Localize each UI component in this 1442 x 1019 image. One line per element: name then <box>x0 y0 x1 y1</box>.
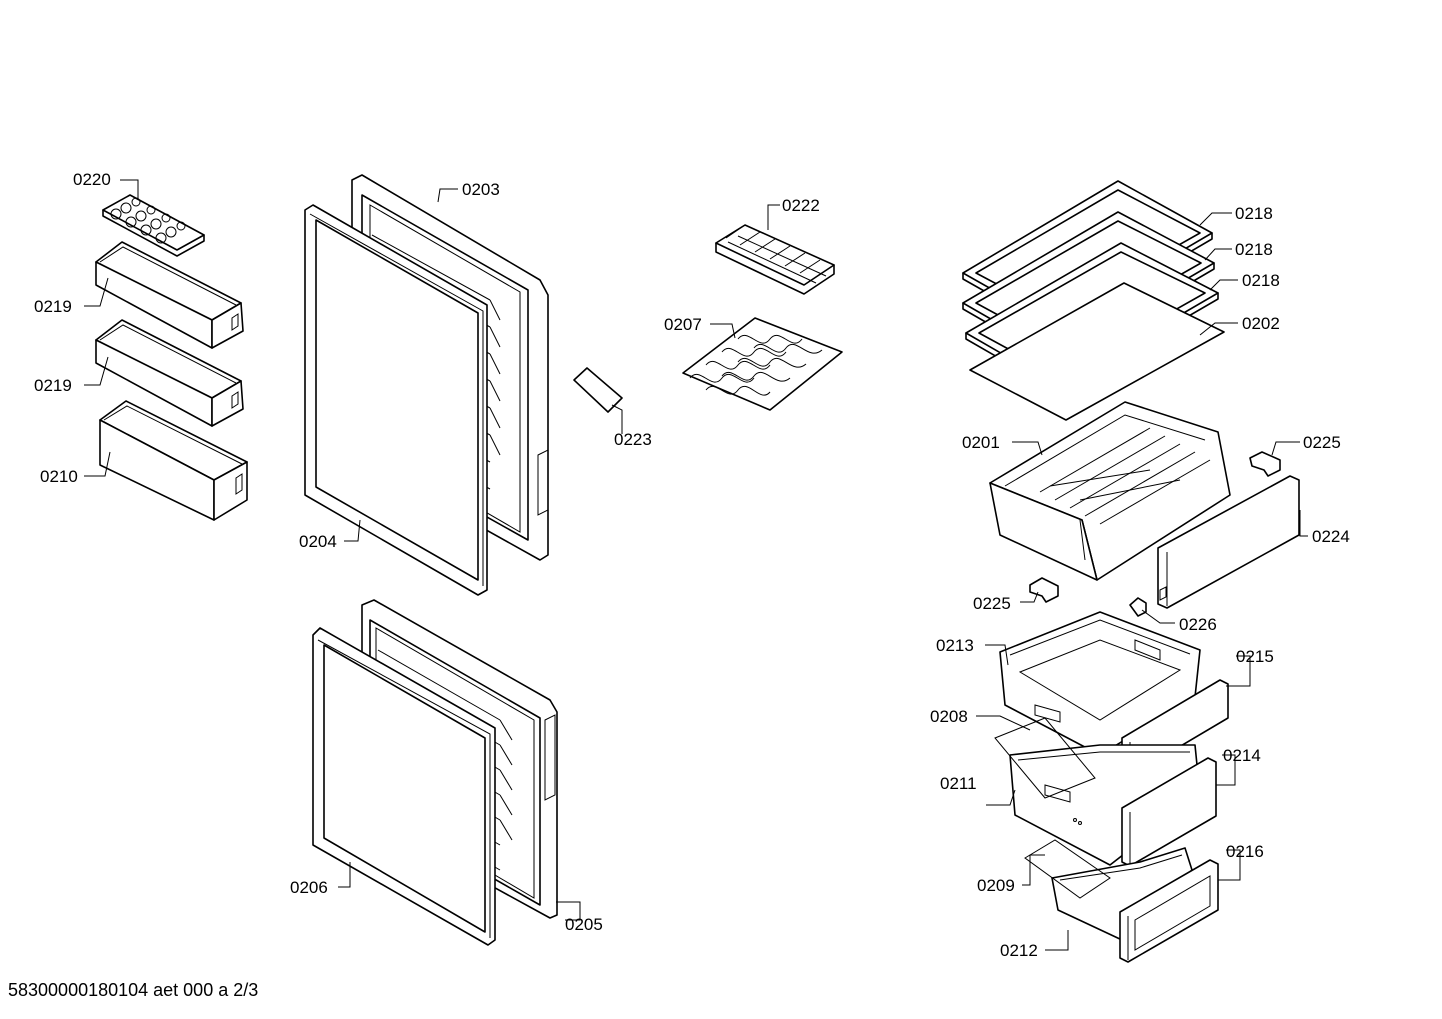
label-0215: 0215 <box>1236 647 1274 666</box>
label-0225-bottom: 0225 <box>973 594 1011 613</box>
label-0225-top: 0225 <box>1303 433 1341 452</box>
label-0223: 0223 <box>614 430 652 449</box>
label-0224: 0224 <box>1312 527 1350 546</box>
divider-plate-0208[interactable] <box>994 717 1096 799</box>
label-0211: 0211 <box>940 774 977 793</box>
label-0216: 0216 <box>1226 842 1264 861</box>
document-id: 58300000180104 aet 000 a 2/3 <box>8 980 259 1000</box>
upper-door-gasket-0204[interactable] <box>304 204 488 596</box>
label-0204: 0204 <box>299 532 337 551</box>
drawer-clip-0226[interactable] <box>1129 597 1147 617</box>
label-0210: 0210 <box>40 467 78 486</box>
label-0205: 0205 <box>565 915 603 934</box>
leader-lines <box>84 179 1308 951</box>
egg-tray-0220[interactable] <box>102 194 205 257</box>
label-0208: 0208 <box>930 707 968 726</box>
ice-cube-tray-0222[interactable] <box>715 224 835 295</box>
label-0206: 0206 <box>290 878 328 897</box>
drawer-bracket-0225-top[interactable] <box>1249 451 1281 477</box>
door-shelf-0219-lower[interactable] <box>95 319 244 427</box>
label-0202: 0202 <box>1242 314 1280 333</box>
label-0214: 0214 <box>1223 746 1261 765</box>
label-0213: 0213 <box>936 636 974 655</box>
label-0220: 0220 <box>73 170 111 189</box>
label-0209: 0209 <box>977 876 1015 895</box>
bottle-shelf-0210[interactable] <box>99 400 248 521</box>
drawer-front-panel-0224[interactable] <box>1157 475 1300 609</box>
bottle-rack-0207[interactable] <box>682 317 843 411</box>
label-0201: 0201 <box>962 433 1000 452</box>
label-0226: 0226 <box>1179 615 1217 634</box>
label-0207: 0207 <box>664 315 702 334</box>
freezer-drawer-front-0214[interactable] <box>1121 757 1217 867</box>
label-card-0223[interactable] <box>573 367 623 413</box>
freezer-drawer-front-0216[interactable] <box>1119 859 1219 963</box>
label-0219-lower: 0219 <box>34 376 72 395</box>
label-0222: 0222 <box>782 196 820 215</box>
label-0218-bottom: 0218 <box>1242 271 1280 290</box>
lower-door-gasket-0206[interactable] <box>312 627 496 946</box>
label-0218-top: 0218 <box>1235 204 1273 223</box>
door-shelf-0219-upper[interactable] <box>95 241 244 349</box>
label-0219-upper: 0219 <box>34 297 72 316</box>
divider-plate-0209[interactable] <box>1024 839 1111 899</box>
glass-plate-0202[interactable] <box>969 282 1225 421</box>
part-labels: 0220 0219 0219 0210 0203 0204 0205 0206 … <box>34 170 1350 960</box>
vegetable-drawer-0201[interactable] <box>989 401 1231 581</box>
label-0203: 0203 <box>462 180 500 199</box>
label-0212: 0212 <box>1000 941 1038 960</box>
label-0218-middle: 0218 <box>1235 240 1273 259</box>
drawer-bracket-0225-bottom[interactable] <box>1029 577 1059 603</box>
